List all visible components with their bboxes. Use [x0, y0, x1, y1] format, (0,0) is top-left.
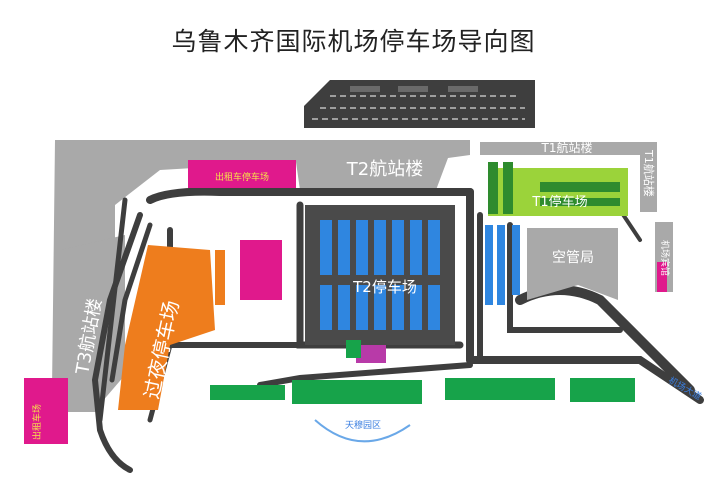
t1-terminal-label-top: T1航站楼 — [541, 140, 593, 155]
t2-parking-label: T2停车场 — [352, 278, 417, 296]
tianmu-park-label: 天穆园区 — [345, 419, 381, 431]
top-magenta-area-label: 出租车停车场 — [215, 171, 269, 183]
overnight-parking-lot — [118, 245, 225, 410]
t1-parking-lot — [488, 162, 628, 216]
left-bottom-area-label: 出租车场 — [31, 404, 43, 440]
t1-parking-label: T1停车场 — [531, 194, 587, 210]
tianmu-arc — [314, 419, 411, 443]
elevated-roadway — [304, 80, 535, 128]
blue-parking-strip — [485, 225, 520, 305]
atc-bureau-building — [527, 228, 618, 300]
t2-parking-lot — [305, 205, 455, 345]
green-areas — [210, 340, 635, 404]
t2-terminal-label: T2航站楼 — [346, 159, 423, 180]
t1-terminal-label-side: T1航站楼 — [642, 149, 656, 197]
airport-hotel-label: 机场宾馆 — [659, 240, 671, 276]
t3-terminal-building — [60, 235, 125, 410]
atc-bureau-label: 空管局 — [552, 250, 594, 266]
map-title: 乌鲁木齐国际机场停车场导向图 — [171, 27, 536, 56]
magenta-parking-lots — [24, 160, 667, 444]
